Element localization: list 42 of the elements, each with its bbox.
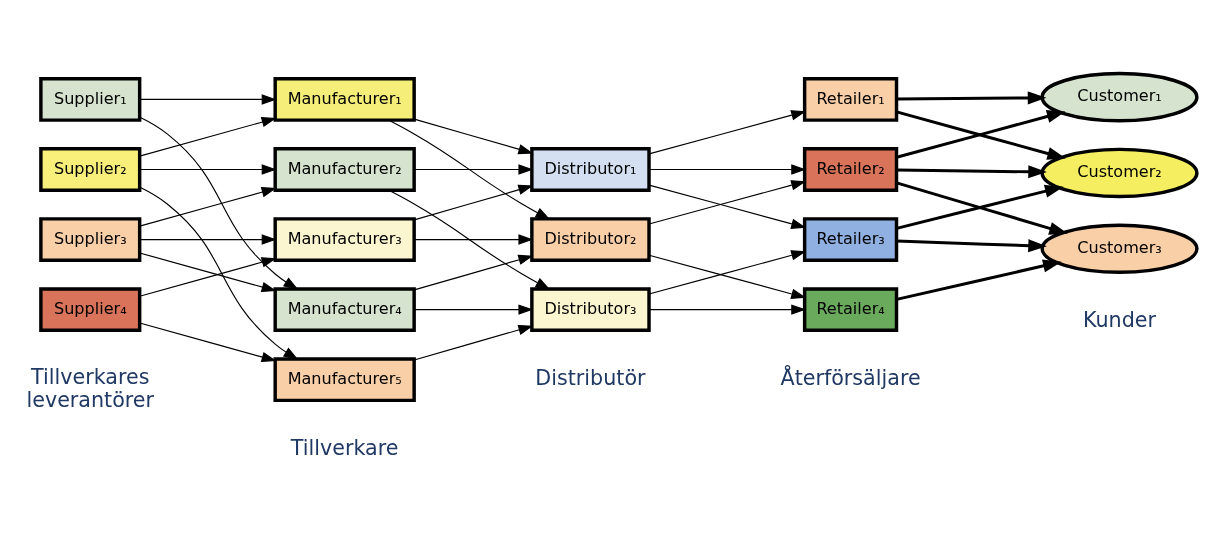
arrow [139,116,299,290]
arrow [139,94,277,105]
arrow [139,186,299,360]
arrow [139,322,277,363]
node-box: Distributor₁ [530,147,651,192]
arrow [413,304,534,315]
node-box: Manufacturer₂ [273,147,416,192]
arrow [413,234,534,245]
node-box: Distributor₂ [530,217,651,262]
arrow [896,165,1047,179]
node-box: Distributor₃ [530,287,651,332]
label: Distributör [535,365,646,390]
node-box: Manufacturer₁ [273,77,416,122]
node-box: Retailer₁ [802,77,899,122]
arrow [413,184,534,221]
node-box: Retailer₄ [802,287,899,332]
arrow [413,254,534,291]
arrow [388,119,551,220]
node-box: Retailer₃ [802,217,899,262]
arrow [139,164,277,175]
arrow [896,91,1047,105]
arrow [896,259,1062,301]
node-box: Supplier₄ [39,287,142,332]
arrow [413,324,534,361]
node-box: Supplier₃ [39,217,142,262]
arrow [139,187,277,227]
node-box: Manufacturer₄ [273,287,416,332]
label: Tillverkares leverantörer [26,364,155,412]
node-box: Retailer₂ [802,147,899,192]
label: Tillverkare [290,435,399,460]
label: Kunder [1083,308,1157,333]
arrow [413,164,534,175]
arrow [139,234,277,245]
node-box: Supplier₁ [39,77,142,122]
node-box: Manufacturer₅ [273,357,416,403]
arrow [139,117,277,157]
arrow [413,118,534,155]
arrow [388,189,551,290]
label: Återförsäljare [780,365,921,390]
node-box: Supplier₂ [39,147,142,192]
node-box: Manufacturer₃ [273,217,416,262]
arrow [896,239,1047,253]
